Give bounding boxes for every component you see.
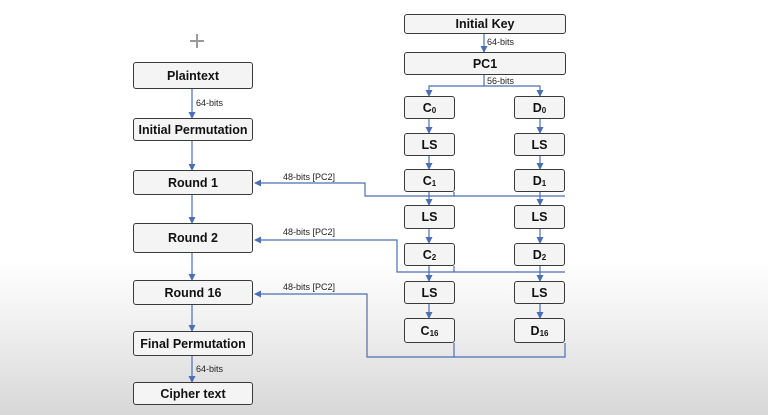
final-permutation-label: Final Permutation: [140, 336, 246, 351]
d16-letter: D: [530, 323, 540, 338]
ls-c16-label: LS: [421, 285, 438, 300]
d16-subscript: 16: [539, 329, 549, 338]
ls-c16-box: LS: [404, 281, 455, 304]
c16-subscript: 16: [429, 329, 439, 338]
plaintext-box: Plaintext: [133, 62, 253, 89]
ls-c2-box: LS: [404, 205, 455, 229]
ls-c1-box: LS: [404, 133, 455, 156]
arrow-subkey-round16: [254, 290, 455, 358]
ls-c2-label: LS: [421, 210, 438, 224]
c2-letter: C: [422, 247, 432, 262]
d0-subscript: 0: [541, 106, 547, 115]
ls-d1-label: LS: [531, 137, 548, 152]
ls-c1-label: LS: [421, 137, 438, 152]
c1-subscript: 1: [431, 179, 437, 188]
plaintext-label: Plaintext: [166, 68, 220, 83]
d0-letter: D: [532, 100, 542, 115]
ls-d16-label: LS: [531, 285, 548, 300]
initial-key-label: Initial Key: [455, 17, 515, 31]
arrow-pc1-to-d0: [484, 85, 544, 97]
round-1-box: Round 1: [133, 170, 253, 195]
subkey16-join: [454, 343, 566, 358]
c16-letter: C: [420, 323, 430, 338]
initial-permutation-label: Initial Permutation: [138, 122, 248, 137]
plaintext-bits-label: 64-bits: [196, 98, 224, 108]
initial-permutation-box: Initial Permutation: [133, 118, 253, 141]
pc1-bits-label: 56-bits: [487, 76, 515, 86]
cipher-bits-label: 64-bits: [196, 364, 224, 374]
subkey-label-round16: 48-bits [PC2]: [283, 282, 336, 292]
round-2-label: Round 2: [168, 231, 218, 245]
ls-d2-box: LS: [514, 205, 565, 229]
ls-d1-box: LS: [514, 133, 565, 156]
arrow-pc1-to-c0: [425, 75, 485, 97]
initial-key-box: Initial Key: [404, 14, 566, 34]
key-bits-label: 64-bits: [487, 37, 515, 47]
c1-letter: C: [422, 173, 432, 188]
c0-subscript: 0: [431, 106, 437, 115]
subkey-label-round2: 48-bits [PC2]: [283, 227, 336, 237]
c0-letter: C: [422, 100, 432, 115]
pc1-label: PC1: [472, 56, 498, 71]
subkey-label-round1: 48-bits [PC2]: [283, 172, 336, 182]
c2-subscript: 2: [431, 253, 437, 262]
pc1-box: PC1: [404, 52, 566, 75]
round-1-label: Round 1: [168, 175, 218, 190]
crosshair-cursor-icon: [190, 34, 204, 48]
final-permutation-box: Final Permutation: [133, 331, 253, 356]
arrow-subkey-round1: [254, 179, 455, 197]
d2-letter: D: [532, 247, 542, 262]
d2-subscript: 2: [541, 253, 547, 262]
cipher-text-label: Cipher text: [160, 386, 226, 401]
d1-letter: D: [532, 173, 542, 188]
round-16-box: Round 16: [133, 280, 253, 305]
round-16-label: Round 16: [164, 285, 222, 300]
cipher-text-box: Cipher text: [133, 382, 253, 405]
round-2-box: Round 2: [133, 223, 253, 253]
arrow-subkey-round2: [254, 236, 455, 273]
d1-subscript: 1: [541, 179, 547, 188]
ls-d2-label: LS: [531, 210, 548, 224]
ls-d16-box: LS: [514, 281, 565, 304]
